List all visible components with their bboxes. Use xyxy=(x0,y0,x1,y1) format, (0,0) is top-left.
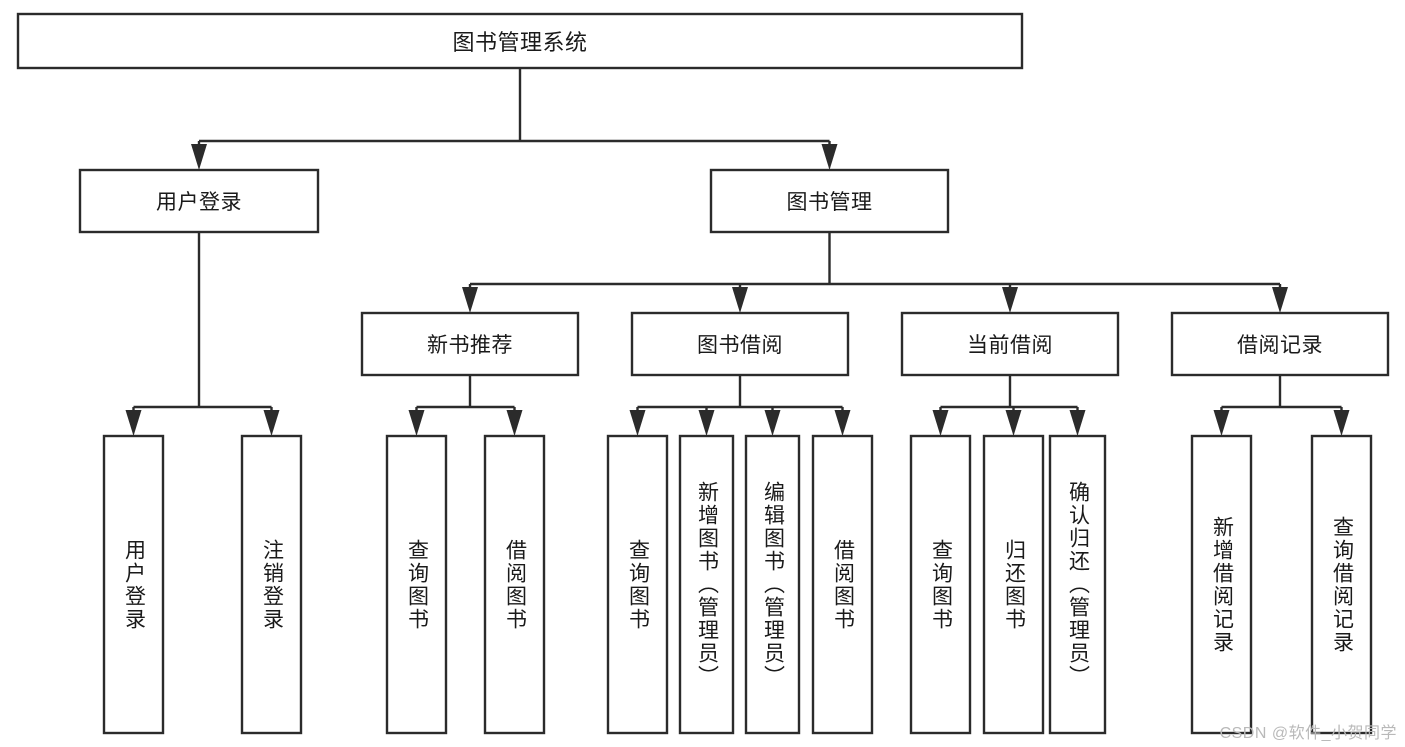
arrow-head-leaf-query-book-3 xyxy=(932,410,949,436)
arrow-head-leaf-query-book-1 xyxy=(408,410,425,436)
node-box-leaf-add-borrow-record xyxy=(1190,434,1253,735)
watermark-text: CSDN @软件_小贺同学 xyxy=(1219,725,1397,742)
arrow-head-borrow-records xyxy=(1272,287,1288,313)
arrow-head-leaf-confirm-return xyxy=(1069,410,1086,436)
node-box-current-borrow xyxy=(900,311,1120,377)
arrow-head-leaf-add-borrow-record xyxy=(1213,410,1230,436)
node-box-leaf-query-book-2 xyxy=(606,434,669,735)
arrow-head-leaf-add-book-admin xyxy=(698,410,715,436)
arrow-head-new-book-recommend xyxy=(462,287,478,313)
arrow-head-leaf-user-logout xyxy=(263,410,280,436)
node-box-leaf-query-borrow-record xyxy=(1310,434,1373,735)
node-box-leaf-confirm-return xyxy=(1048,434,1107,735)
node-box-leaf-user-login xyxy=(102,434,165,735)
arrow-head-leaf-return-book xyxy=(1005,410,1022,436)
node-box-leaf-query-book-3 xyxy=(909,434,972,735)
node-box-leaf-user-logout xyxy=(240,434,303,735)
arrow-head-leaf-borrow-book-1 xyxy=(506,410,523,436)
node-box-leaf-borrow-book-1 xyxy=(483,434,546,735)
boxes-group xyxy=(16,12,1390,735)
arrow-head-user-login xyxy=(191,144,207,170)
node-box-new-book-recommend xyxy=(360,311,580,377)
edges-group xyxy=(125,68,1350,436)
node-box-leaf-borrow-book-2 xyxy=(811,434,874,735)
node-box-leaf-query-book-1 xyxy=(385,434,448,735)
arrow-head-leaf-borrow-book-2 xyxy=(834,410,851,436)
node-box-leaf-return-book xyxy=(982,434,1045,735)
node-box-user-login xyxy=(78,168,320,234)
node-box-book-borrow xyxy=(630,311,850,377)
arrow-head-leaf-edit-book-admin xyxy=(764,410,781,436)
arrow-head-leaf-query-borrow-record xyxy=(1333,410,1350,436)
node-box-borrow-records xyxy=(1170,311,1390,377)
node-box-root xyxy=(16,12,1024,70)
arrow-head-leaf-user-login xyxy=(125,410,142,436)
node-box-leaf-add-book-admin xyxy=(678,434,735,735)
arrow-head-leaf-query-book-2 xyxy=(629,410,646,436)
arrow-head-current-borrow xyxy=(1002,287,1018,313)
node-box-book-management xyxy=(709,168,950,234)
arrow-head-book-management xyxy=(821,144,838,170)
arrow-head-book-borrow xyxy=(732,287,748,313)
node-box-leaf-edit-book-admin xyxy=(744,434,801,735)
